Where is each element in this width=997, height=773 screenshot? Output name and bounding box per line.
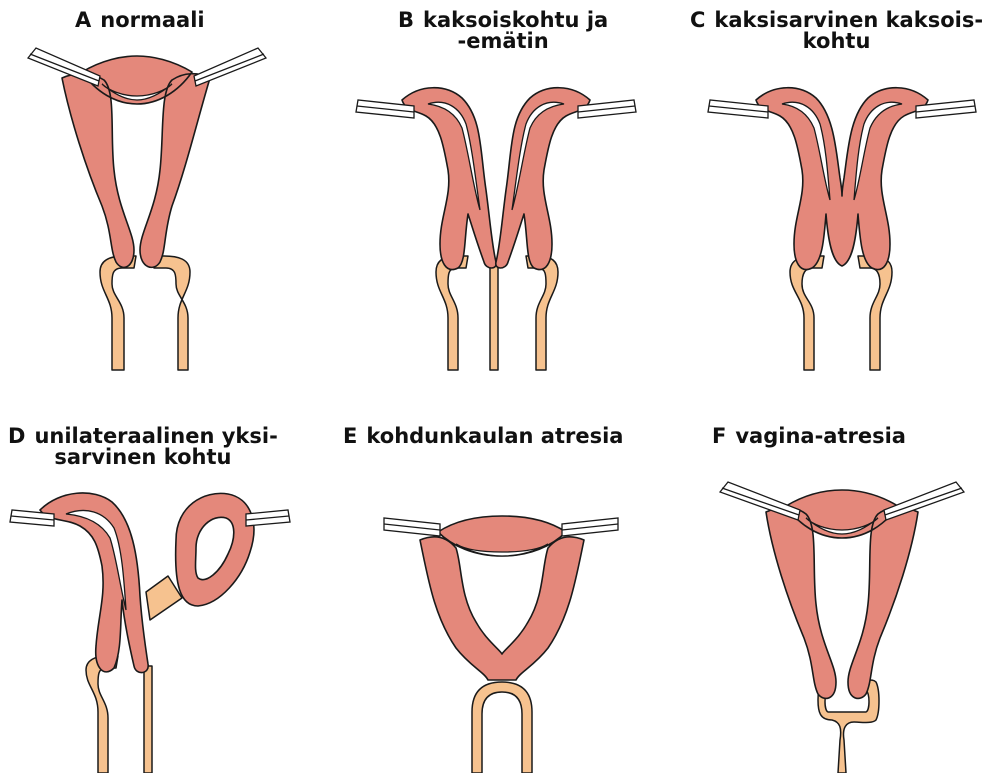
panel-b-drawing (356, 88, 636, 370)
panel-d-connecting-band (146, 576, 182, 620)
panel-d-drawing (10, 493, 290, 773)
panel-c-uterus (756, 88, 928, 270)
panel-b-right-uterus (496, 88, 590, 270)
panel-b-left-uterus (402, 88, 496, 270)
panel-f-drawing (720, 482, 964, 773)
panel-a-uterus (62, 56, 210, 267)
panel-c-drawing (708, 88, 976, 370)
panel-f-left-tube-line (722, 488, 799, 515)
panel-e-uterus (420, 516, 584, 680)
panel-a-right-tube-line (195, 54, 264, 81)
panel-d-rudimentary-horn (176, 493, 254, 606)
panel-e-vagina (472, 682, 532, 773)
panel-d-vagina (86, 656, 152, 773)
panel-a-drawing (28, 48, 266, 370)
panel-f-right-tube-line (885, 488, 962, 515)
panel-c-vagina (790, 256, 892, 370)
panel-b-vagina (436, 256, 558, 370)
panel-a-vagina (100, 256, 190, 370)
panel-f-uterus (766, 490, 918, 698)
panel-e-drawing (384, 516, 618, 773)
